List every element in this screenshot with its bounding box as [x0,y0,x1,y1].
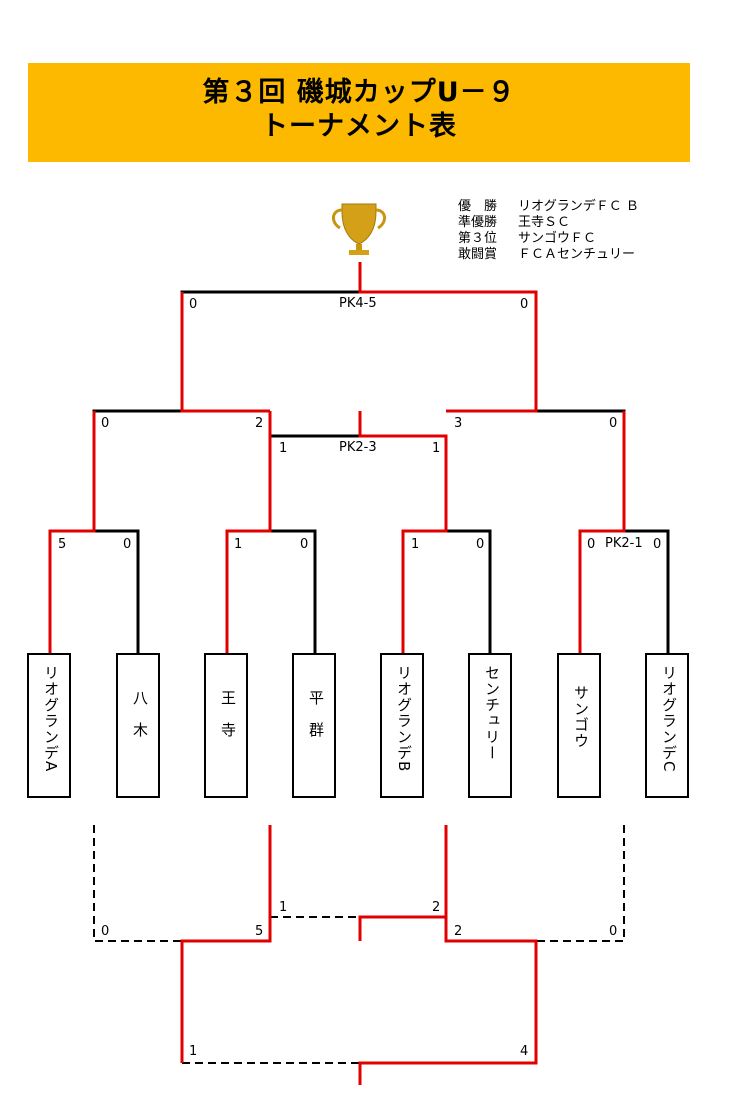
score-qf2-left: 1 [234,537,243,552]
score-final-pk: PK4-5 [339,296,377,311]
score-lower2-right: 4 [520,1044,529,1059]
team-box: リオグランデB [380,653,424,798]
result-runner-up: 準優勝王寺ＳＣ [458,215,571,230]
score-qf4-pk: PK2-1 [605,536,643,551]
score-qf1-left: 5 [58,537,67,552]
score-semi1-right: 2 [255,416,264,431]
score-lower2-left: 1 [189,1044,198,1059]
loser-lines [92,290,670,653]
score-final-left: 0 [189,297,198,312]
trophy-icon [332,203,386,255]
winner-lines [48,262,626,653]
team-box: 八 木 [116,653,160,798]
score-qf4-right: 0 [653,537,662,552]
score-semi1-left: 0 [101,416,110,431]
score-qf2-right: 0 [300,537,309,552]
score-qf3-left: 1 [411,537,420,552]
score-lower1-left: 0 [101,924,110,939]
score-semi-mid-right: 1 [432,441,441,456]
team-box: リオグランデC [645,653,689,798]
score-semi2-right: 0 [609,416,618,431]
lower-winner-lines [180,825,538,1085]
lower-dashed-lines [93,825,625,1064]
result-third: 第３位サンゴウＦＣ [458,231,597,246]
score-lower1-right: 0 [609,924,618,939]
title-line-2: トーナメント表 [261,111,457,142]
score-semi-mid-pk: PK2-3 [339,440,377,455]
team-box: サンゴウ [557,653,601,798]
score-qf1-right: 0 [123,537,132,552]
team-box: リオグランデA [27,653,71,798]
result-champion: 優 勝リオグランデＦＣ Ｂ [458,199,639,214]
team-box: 平 群 [292,653,336,798]
score-final-right: 0 [520,297,529,312]
team-box: 王 寺 [204,653,248,798]
score-lower1-mid-right: 2 [432,900,441,915]
score-lower1-mid-left: 1 [279,900,288,915]
score-lower1-r2: 2 [454,924,463,939]
score-semi-mid-left: 1 [279,441,288,456]
title-banner: 第３回 磯城カップU－９ トーナメント表 [28,63,690,162]
team-box: センチュリー [468,653,512,798]
score-qf4-left: 0 [587,537,596,552]
score-semi2-left: 3 [454,416,463,431]
score-lower1-l5: 5 [255,924,264,939]
score-qf3-right: 0 [476,537,485,552]
title-line-1: 第３回 磯城カップU－９ [202,77,516,108]
